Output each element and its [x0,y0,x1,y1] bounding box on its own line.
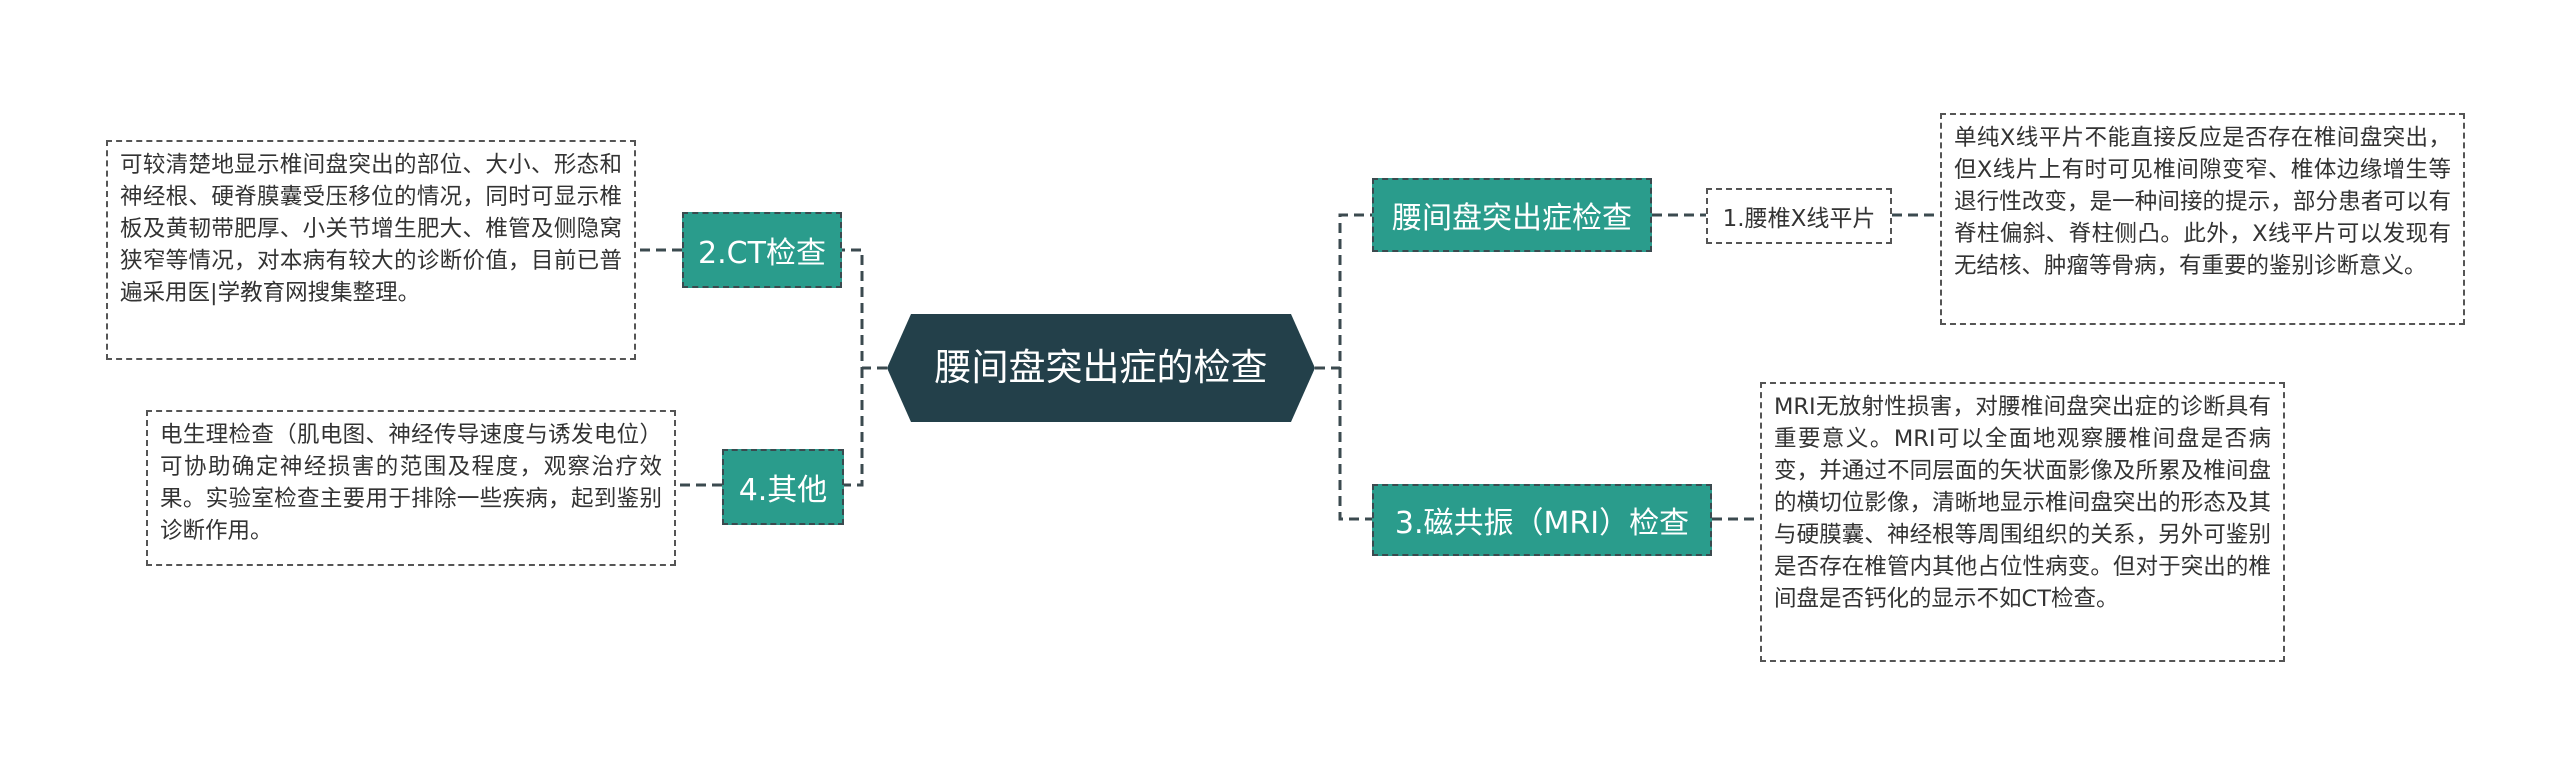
branch-exam-label: 腰间盘突出症检查 [1392,201,1632,236]
note-ct-detail-text: 可较清楚地显示椎间盘突出的部位、大小、形态和神经根、硬脊膜囊受压移位的情况，同时… [120,152,622,306]
note-mri-detail[interactable]: MRI无放射性损害，对腰椎间盘突出症的诊断具有重要意义。MRI可以全面地观察腰椎… [1760,382,2285,662]
branch-ct[interactable]: 2.CT检查 [682,212,842,288]
central-topic-label: 腰间盘突出症的检查 [934,346,1268,389]
note-xray-detail[interactable]: 单纯X线平片不能直接反应是否存在椎间盘突出，但X线片上有时可见椎间隙变窄、椎体边… [1940,113,2465,325]
branch-mri-label: 3.磁共振（MRI）检查 [1394,506,1690,541]
note-xray-detail-text: 单纯X线平片不能直接反应是否存在椎间盘突出，但X线片上有时可见椎间隙变窄、椎体边… [1954,125,2451,279]
note-ct-detail[interactable]: 可较清楚地显示椎间盘突出的部位、大小、形态和神经根、硬脊膜囊受压移位的情况，同时… [106,140,636,360]
branch-mri[interactable]: 3.磁共振（MRI）检查 [1372,484,1712,556]
note-other-detail[interactable]: 电生理检查（肌电图、神经传导速度与诱发电位）可协助确定神经损害的范围及程度，观察… [146,410,676,566]
branch-xray-label: 1.腰椎X线平片 [1722,206,1876,232]
branch-other-label: 4.其他 [738,473,828,508]
note-other-detail-text: 电生理检查（肌电图、神经传导速度与诱发电位）可协助确定神经损害的范围及程度，观察… [160,422,662,544]
branch-ct-label: 2.CT检查 [698,236,826,271]
branch-xray[interactable]: 1.腰椎X线平片 [1706,188,1892,244]
branch-exam[interactable]: 腰间盘突出症检查 [1372,178,1652,252]
note-mri-detail-text: MRI无放射性损害，对腰椎间盘突出症的诊断具有重要意义。MRI可以全面地观察腰椎… [1774,394,2271,612]
central-topic[interactable]: 腰间盘突出症的检查 [887,314,1315,422]
branch-other[interactable]: 4.其他 [722,449,844,525]
